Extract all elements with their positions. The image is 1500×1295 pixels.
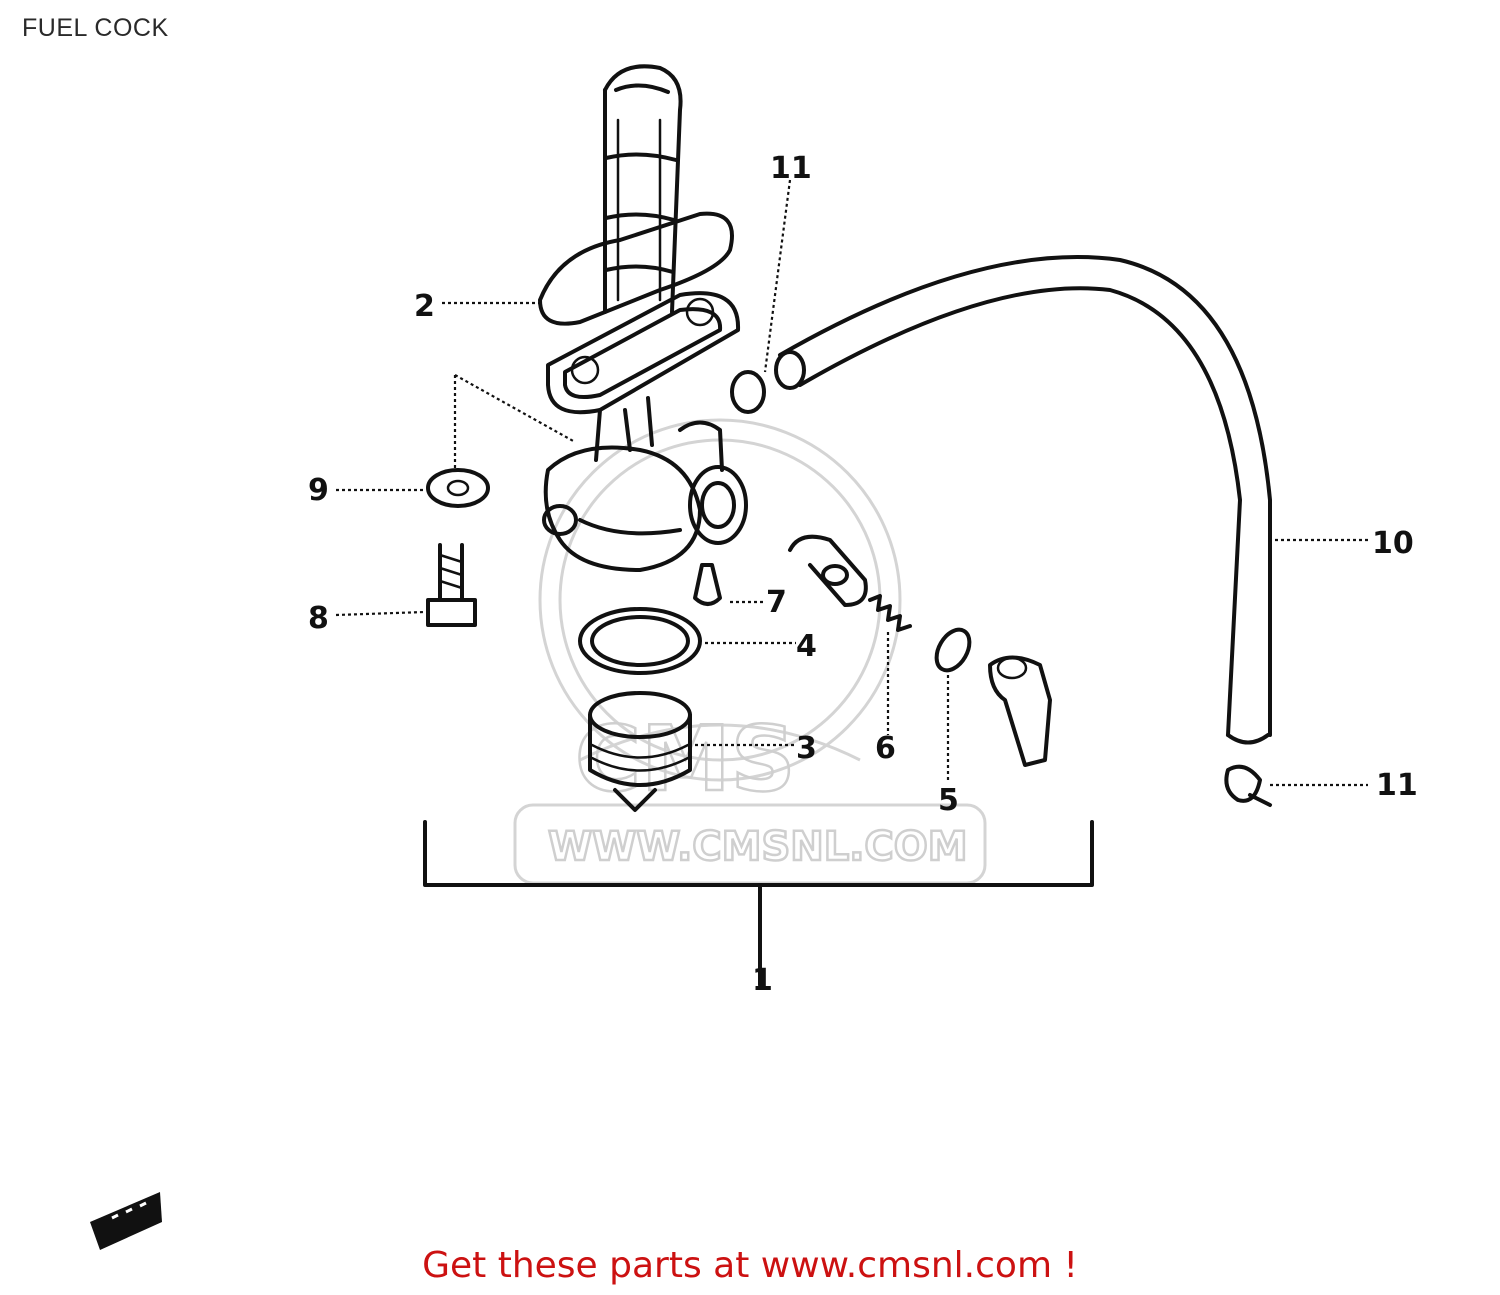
callout-11-top: 11 (770, 151, 812, 186)
cup-part-3 (588, 691, 692, 812)
valve-plug (788, 534, 868, 607)
watermark-url-text: WWW.CMSNL.COM (548, 824, 968, 870)
callout-8: 8 (308, 601, 329, 636)
spring-part-6 (868, 594, 912, 632)
callout-7: 7 (766, 585, 787, 620)
fuel-hose-part-10 (774, 255, 1272, 745)
leader-lines (335, 179, 1368, 787)
knob-lever (988, 655, 1052, 767)
callout-10: 10 (1372, 526, 1414, 561)
screw-part-8 (426, 543, 477, 627)
callout-9: 9 (308, 473, 329, 508)
callout-6: 6 (875, 731, 896, 766)
gasket-part-2 (538, 211, 734, 326)
screen-part-7 (693, 563, 722, 606)
fuel-cock-body (603, 64, 683, 314)
front-direction-arrow-icon (90, 1192, 162, 1250)
footer-promo-text: Get these parts at www.cmsnl.com ! (422, 1245, 1078, 1286)
callout-5: 5 (938, 783, 959, 818)
callout-4: 4 (796, 629, 817, 664)
washer-part-9 (426, 468, 490, 508)
callout-11-bottom: 11 (1376, 768, 1418, 803)
clamp-part-11-bottom (1224, 764, 1272, 807)
ring-part-5 (934, 627, 972, 673)
mounting-flange (546, 291, 741, 415)
callout-2: 2 (414, 289, 435, 324)
assembly-bracket (423, 820, 1094, 987)
callout-3: 3 (796, 731, 817, 766)
valve-body (542, 396, 748, 572)
callout-1: 1 (752, 963, 773, 998)
page-title: FUEL COCK (22, 14, 169, 42)
o-ring-part-4 (578, 607, 702, 675)
clamp-part-11-top (730, 370, 766, 414)
